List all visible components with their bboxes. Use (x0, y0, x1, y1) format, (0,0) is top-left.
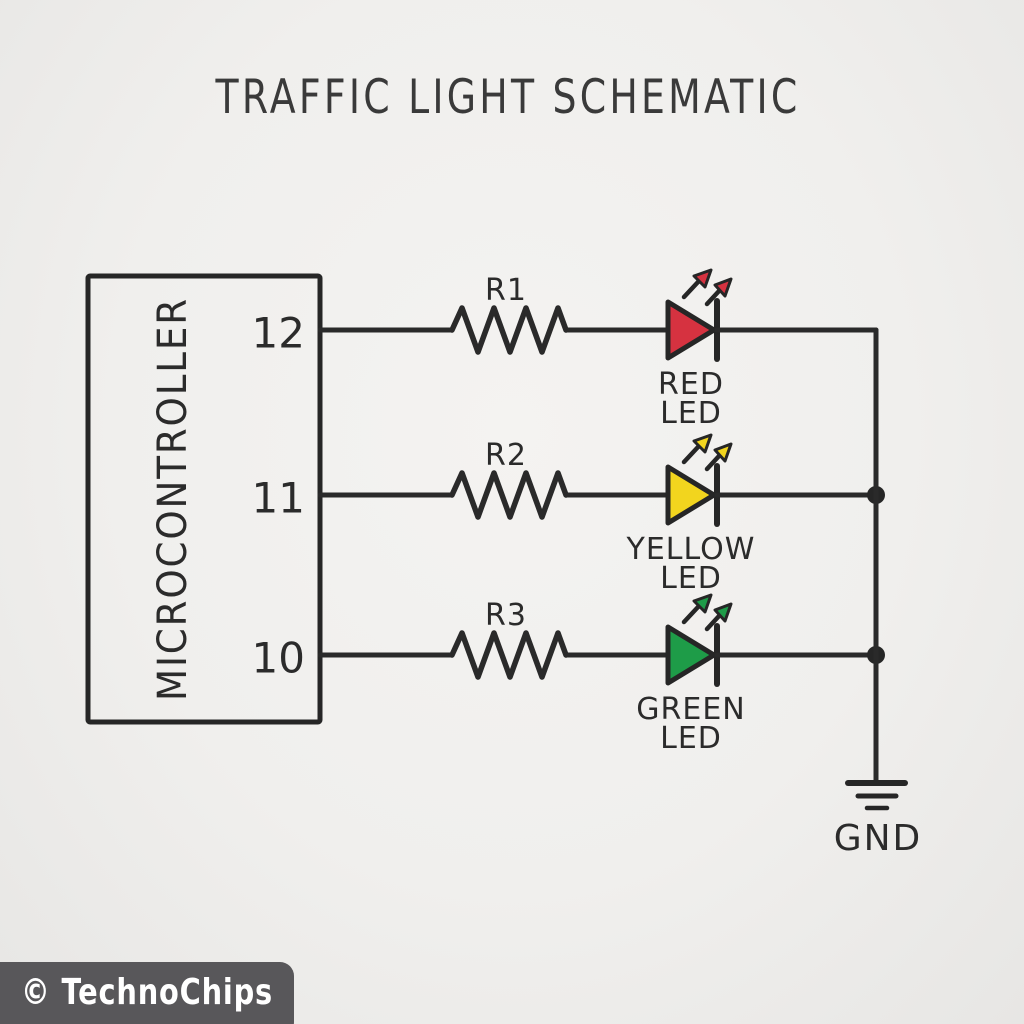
arrow-shaft (704, 288, 722, 307)
resistor-label-r2: R2 (485, 438, 527, 473)
led-symbol-green (665, 593, 733, 687)
arrow-shaft (704, 453, 722, 472)
arrow-head (692, 433, 713, 454)
light-emission-arrows-icon (681, 593, 733, 632)
led-anode-triangle (665, 299, 717, 361)
watermark-badge: © TechnoChips (0, 962, 294, 1024)
light-emission-arrows-icon (681, 433, 733, 472)
led-symbol-red (665, 268, 733, 362)
arrow-shaft (681, 604, 701, 625)
circuit-row-yellow: 11 R2 YELLOW LED (252, 433, 885, 596)
arrow-shaft (681, 444, 701, 465)
pin-number-11: 11 (252, 474, 305, 523)
ground-label: GND (834, 818, 923, 859)
resistor-label-r1: R1 (485, 273, 527, 308)
microcontroller-label: MICROCONTROLLER (150, 297, 196, 701)
resistor-zigzag-symbol (449, 630, 569, 680)
microcontroller-box (85, 273, 323, 725)
microcontroller-block: MICROCONTROLLER (85, 273, 323, 725)
circuit-row-green: 10 R3 GREEN LED (252, 593, 885, 756)
led-label-line2: LED (660, 721, 722, 756)
schematic-title: TRAFFIC LIGHT SCHEMATIC (215, 70, 801, 125)
arrow-head (692, 268, 713, 289)
watermark-background (0, 962, 294, 1024)
led-label-line1: RED (658, 367, 724, 402)
arrow-head (713, 442, 733, 463)
arrow-head (713, 602, 733, 623)
arrow-head (692, 593, 713, 614)
circuit-row-red: 12 R1 RED LED (252, 268, 879, 431)
led-label-line1: YELLOW (626, 532, 756, 567)
ground-symbol: GND (834, 780, 923, 859)
led-label-line2: LED (660, 396, 722, 431)
resistor-label-r3: R3 (485, 598, 527, 633)
led-anode-triangle (665, 464, 717, 526)
led-label-line2: LED (660, 561, 722, 596)
pin-number-12: 12 (252, 309, 305, 358)
arrow-shaft (681, 279, 701, 300)
resistor-zigzag-symbol (449, 470, 569, 520)
pin-number-10: 10 (252, 634, 305, 683)
arrow-head (713, 277, 733, 298)
led-anode-triangle (665, 624, 717, 686)
arrow-shaft (704, 613, 722, 632)
led-symbol-yellow (665, 433, 733, 527)
led-label-line1: GREEN (636, 692, 745, 727)
watermark-text: © TechnoChips (21, 972, 273, 1013)
resistor-zigzag-symbol (449, 305, 569, 355)
light-emission-arrows-icon (681, 268, 733, 307)
